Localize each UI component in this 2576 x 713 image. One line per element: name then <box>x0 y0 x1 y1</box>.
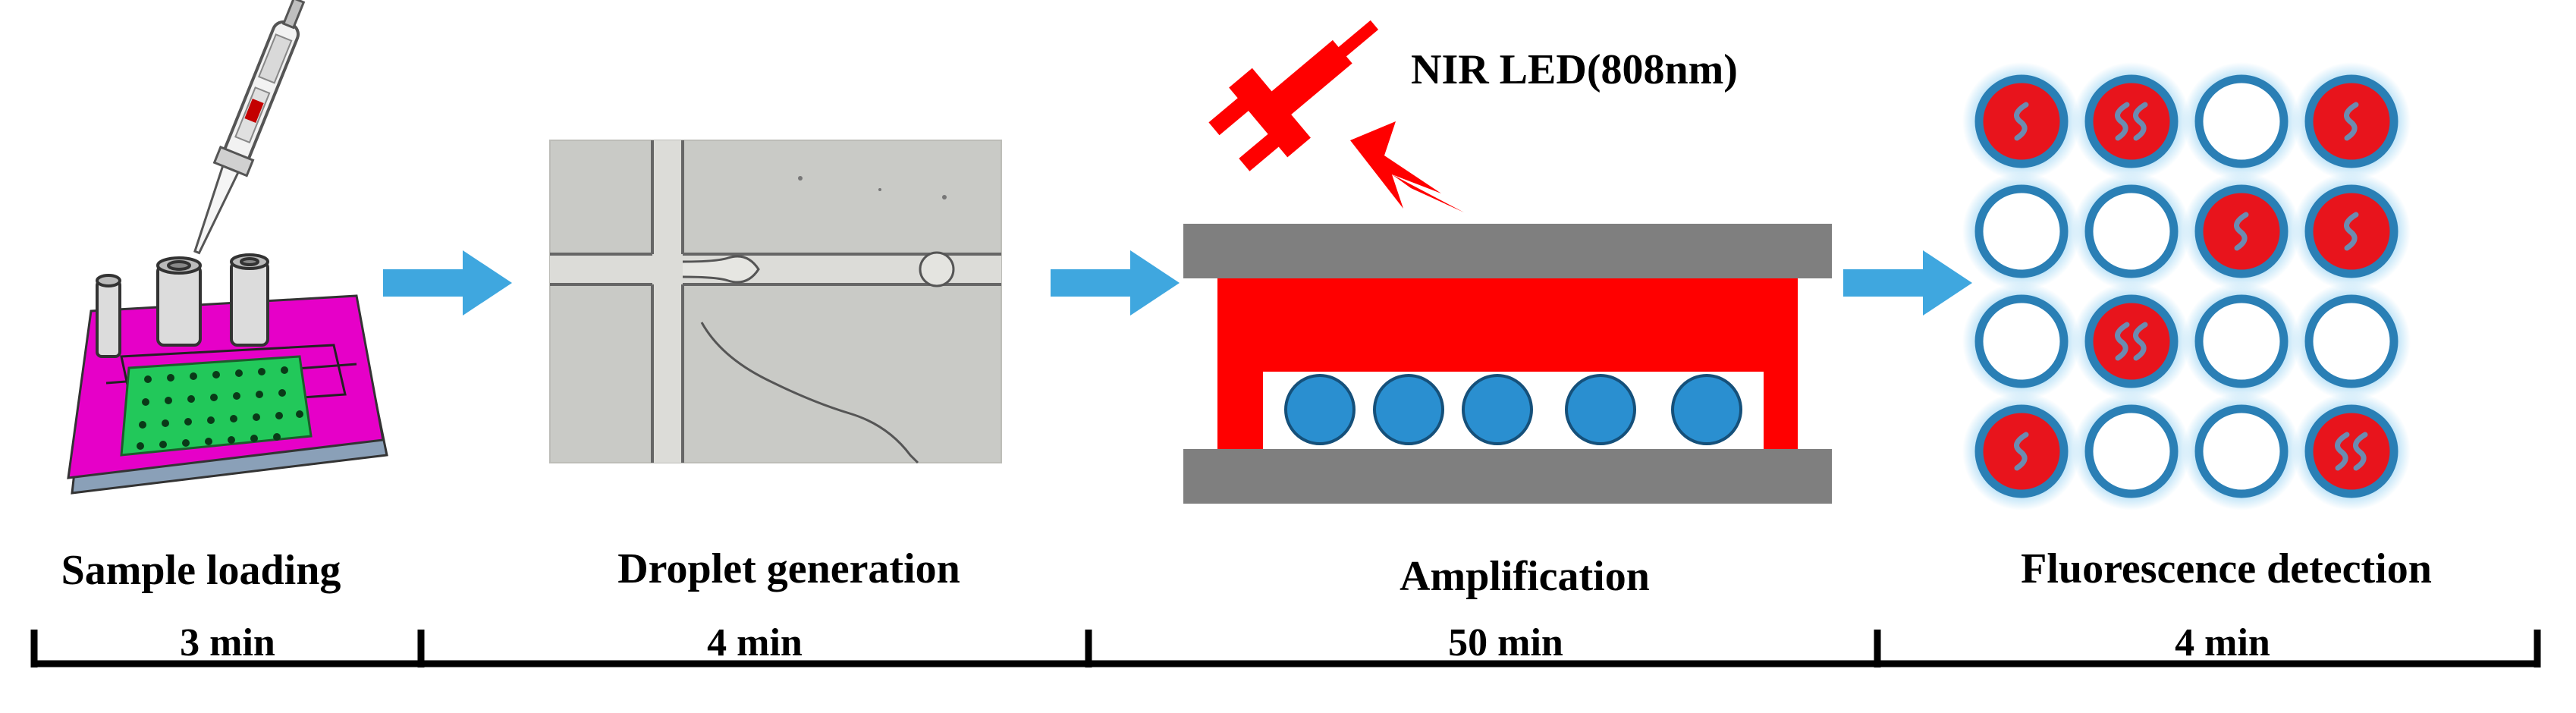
negative-droplet <box>2084 184 2179 278</box>
lightning-bolt-icon <box>1350 121 1464 212</box>
duration-droplet-generation: 4 min <box>707 621 803 664</box>
negative-droplet <box>2304 294 2399 388</box>
positive-droplet <box>2304 74 2399 168</box>
positive-droplet <box>2304 404 2399 498</box>
step-label-fluorescence-detection: Fluorescence detection <box>2021 545 2432 592</box>
positive-droplet <box>2084 294 2179 388</box>
positive-droplet <box>1974 74 2069 168</box>
dna-strand-icon <box>2014 102 2029 141</box>
dna-strand-icon <box>2014 432 2029 471</box>
droplet-micrograph <box>549 140 1002 464</box>
negative-droplet <box>2194 74 2289 168</box>
dna-strand-icon <box>2344 212 2359 251</box>
dna-strand-icon <box>2133 322 2148 361</box>
positive-droplet <box>2194 184 2289 278</box>
dna-strand-icon <box>2344 102 2359 141</box>
arrow-1-icon <box>383 250 512 316</box>
duration-amplification: 50 min <box>1448 621 1563 664</box>
negative-droplet <box>2194 294 2289 388</box>
pipette-icon <box>193 0 306 255</box>
negative-droplet <box>2084 404 2179 498</box>
nir-led-plug-icon <box>1208 20 1379 171</box>
nir-led-label: NIR LED(808nm) <box>1411 46 1738 93</box>
dna-strand-icon <box>2133 102 2148 141</box>
positive-droplet <box>2304 184 2399 278</box>
step-label-amplification: Amplification <box>1400 553 1650 600</box>
timeline-axis <box>30 630 2541 667</box>
duration-sample-loading: 3 min <box>180 621 275 664</box>
dna-strand-icon <box>2115 102 2130 141</box>
arrow-2-icon <box>1051 250 1180 316</box>
positive-droplet <box>2084 74 2179 168</box>
duration-fluorescence-detection: 4 min <box>2175 621 2270 664</box>
heater-device <box>1183 224 1832 504</box>
negative-droplet <box>1974 294 2069 388</box>
dna-strand-icon <box>2115 322 2130 361</box>
negative-droplet <box>2194 404 2289 498</box>
arrow-3-icon <box>1843 250 1972 316</box>
step-label-sample-loading: Sample loading <box>61 547 341 594</box>
positive-droplet <box>1974 404 2069 498</box>
detection-grid <box>1962 62 2411 510</box>
negative-droplet <box>1974 184 2069 278</box>
dna-strand-icon <box>2335 432 2350 471</box>
dna-strand-icon <box>2353 432 2368 471</box>
dna-strand-icon <box>2234 212 2249 251</box>
microfluidic-chip <box>67 253 388 495</box>
step-label-droplet-generation: Droplet generation <box>617 545 960 592</box>
